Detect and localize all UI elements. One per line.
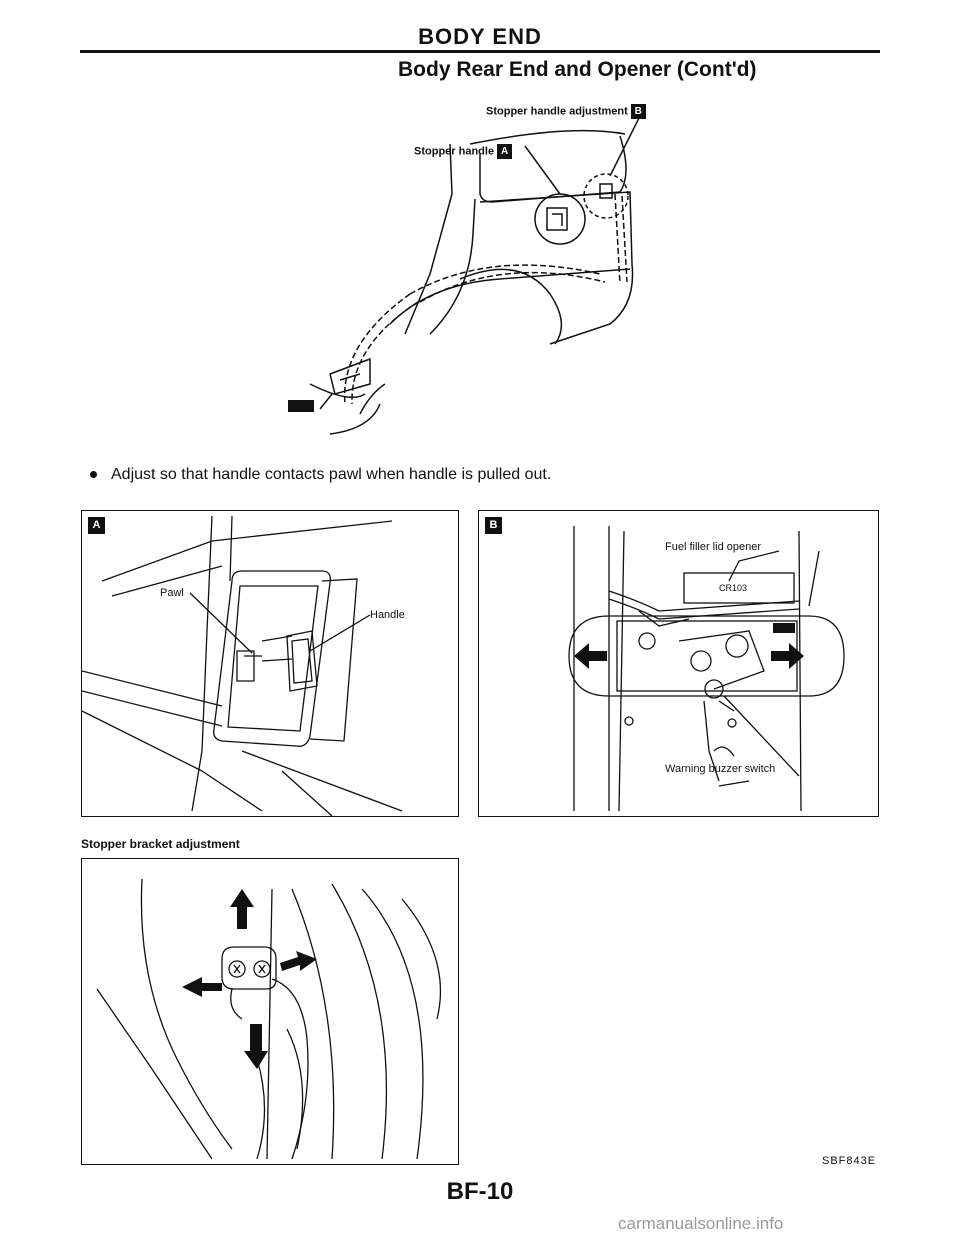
watermark: carmanualsonline.info (618, 1214, 784, 1233)
label-pawl: Pawl (160, 587, 184, 599)
up-arrow-icon (230, 889, 254, 929)
panel-b-drawing (568, 526, 845, 812)
panel-a-badge: A (88, 517, 105, 534)
right-arrow-icon (280, 951, 317, 971)
stopper-bracket-drawing (96, 878, 442, 1160)
header-rule (80, 50, 880, 53)
right-arrow-icon (771, 643, 804, 669)
opener-lever-icon (288, 400, 314, 412)
rear-body-illustration (270, 84, 690, 444)
label-connector: CR103 (719, 583, 748, 593)
left-arrow-icon (182, 977, 222, 997)
page-number: BF-10 (446, 1178, 514, 1205)
panel-b-badge: B (485, 517, 502, 534)
lever-icon (773, 623, 795, 633)
page-subtitle: Body Rear End and Opener (Cont'd) (398, 58, 757, 81)
panel-a-figure: A Pawl Handle (81, 510, 459, 817)
label-warning-buzzer-switch: Warning buzzer switch (665, 763, 776, 775)
left-arrow-icon (574, 643, 607, 669)
section-title: BODY END (418, 24, 542, 49)
figure-code: SBF843E (822, 1155, 877, 1167)
callout-handle-badge: A (497, 144, 513, 159)
label-handle: Handle (370, 609, 405, 621)
instruction-text: Adjust so that handle contacts pawl when… (90, 466, 551, 484)
panel-b-figure: B Fuel filler lid opener CR103 Warning b… (478, 510, 879, 817)
rear-body-drawing (288, 105, 646, 435)
label-fuel-filler-lid-opener: Fuel filler lid opener (665, 541, 761, 553)
callout-adjustment-badge: B (630, 104, 646, 119)
down-arrow-icon (244, 1024, 268, 1069)
stopper-bracket-figure (81, 858, 459, 1165)
stopper-bracket-title: Stopper bracket adjustment (81, 837, 240, 851)
bullet-icon (90, 471, 97, 479)
panel-a-drawing (82, 515, 403, 816)
